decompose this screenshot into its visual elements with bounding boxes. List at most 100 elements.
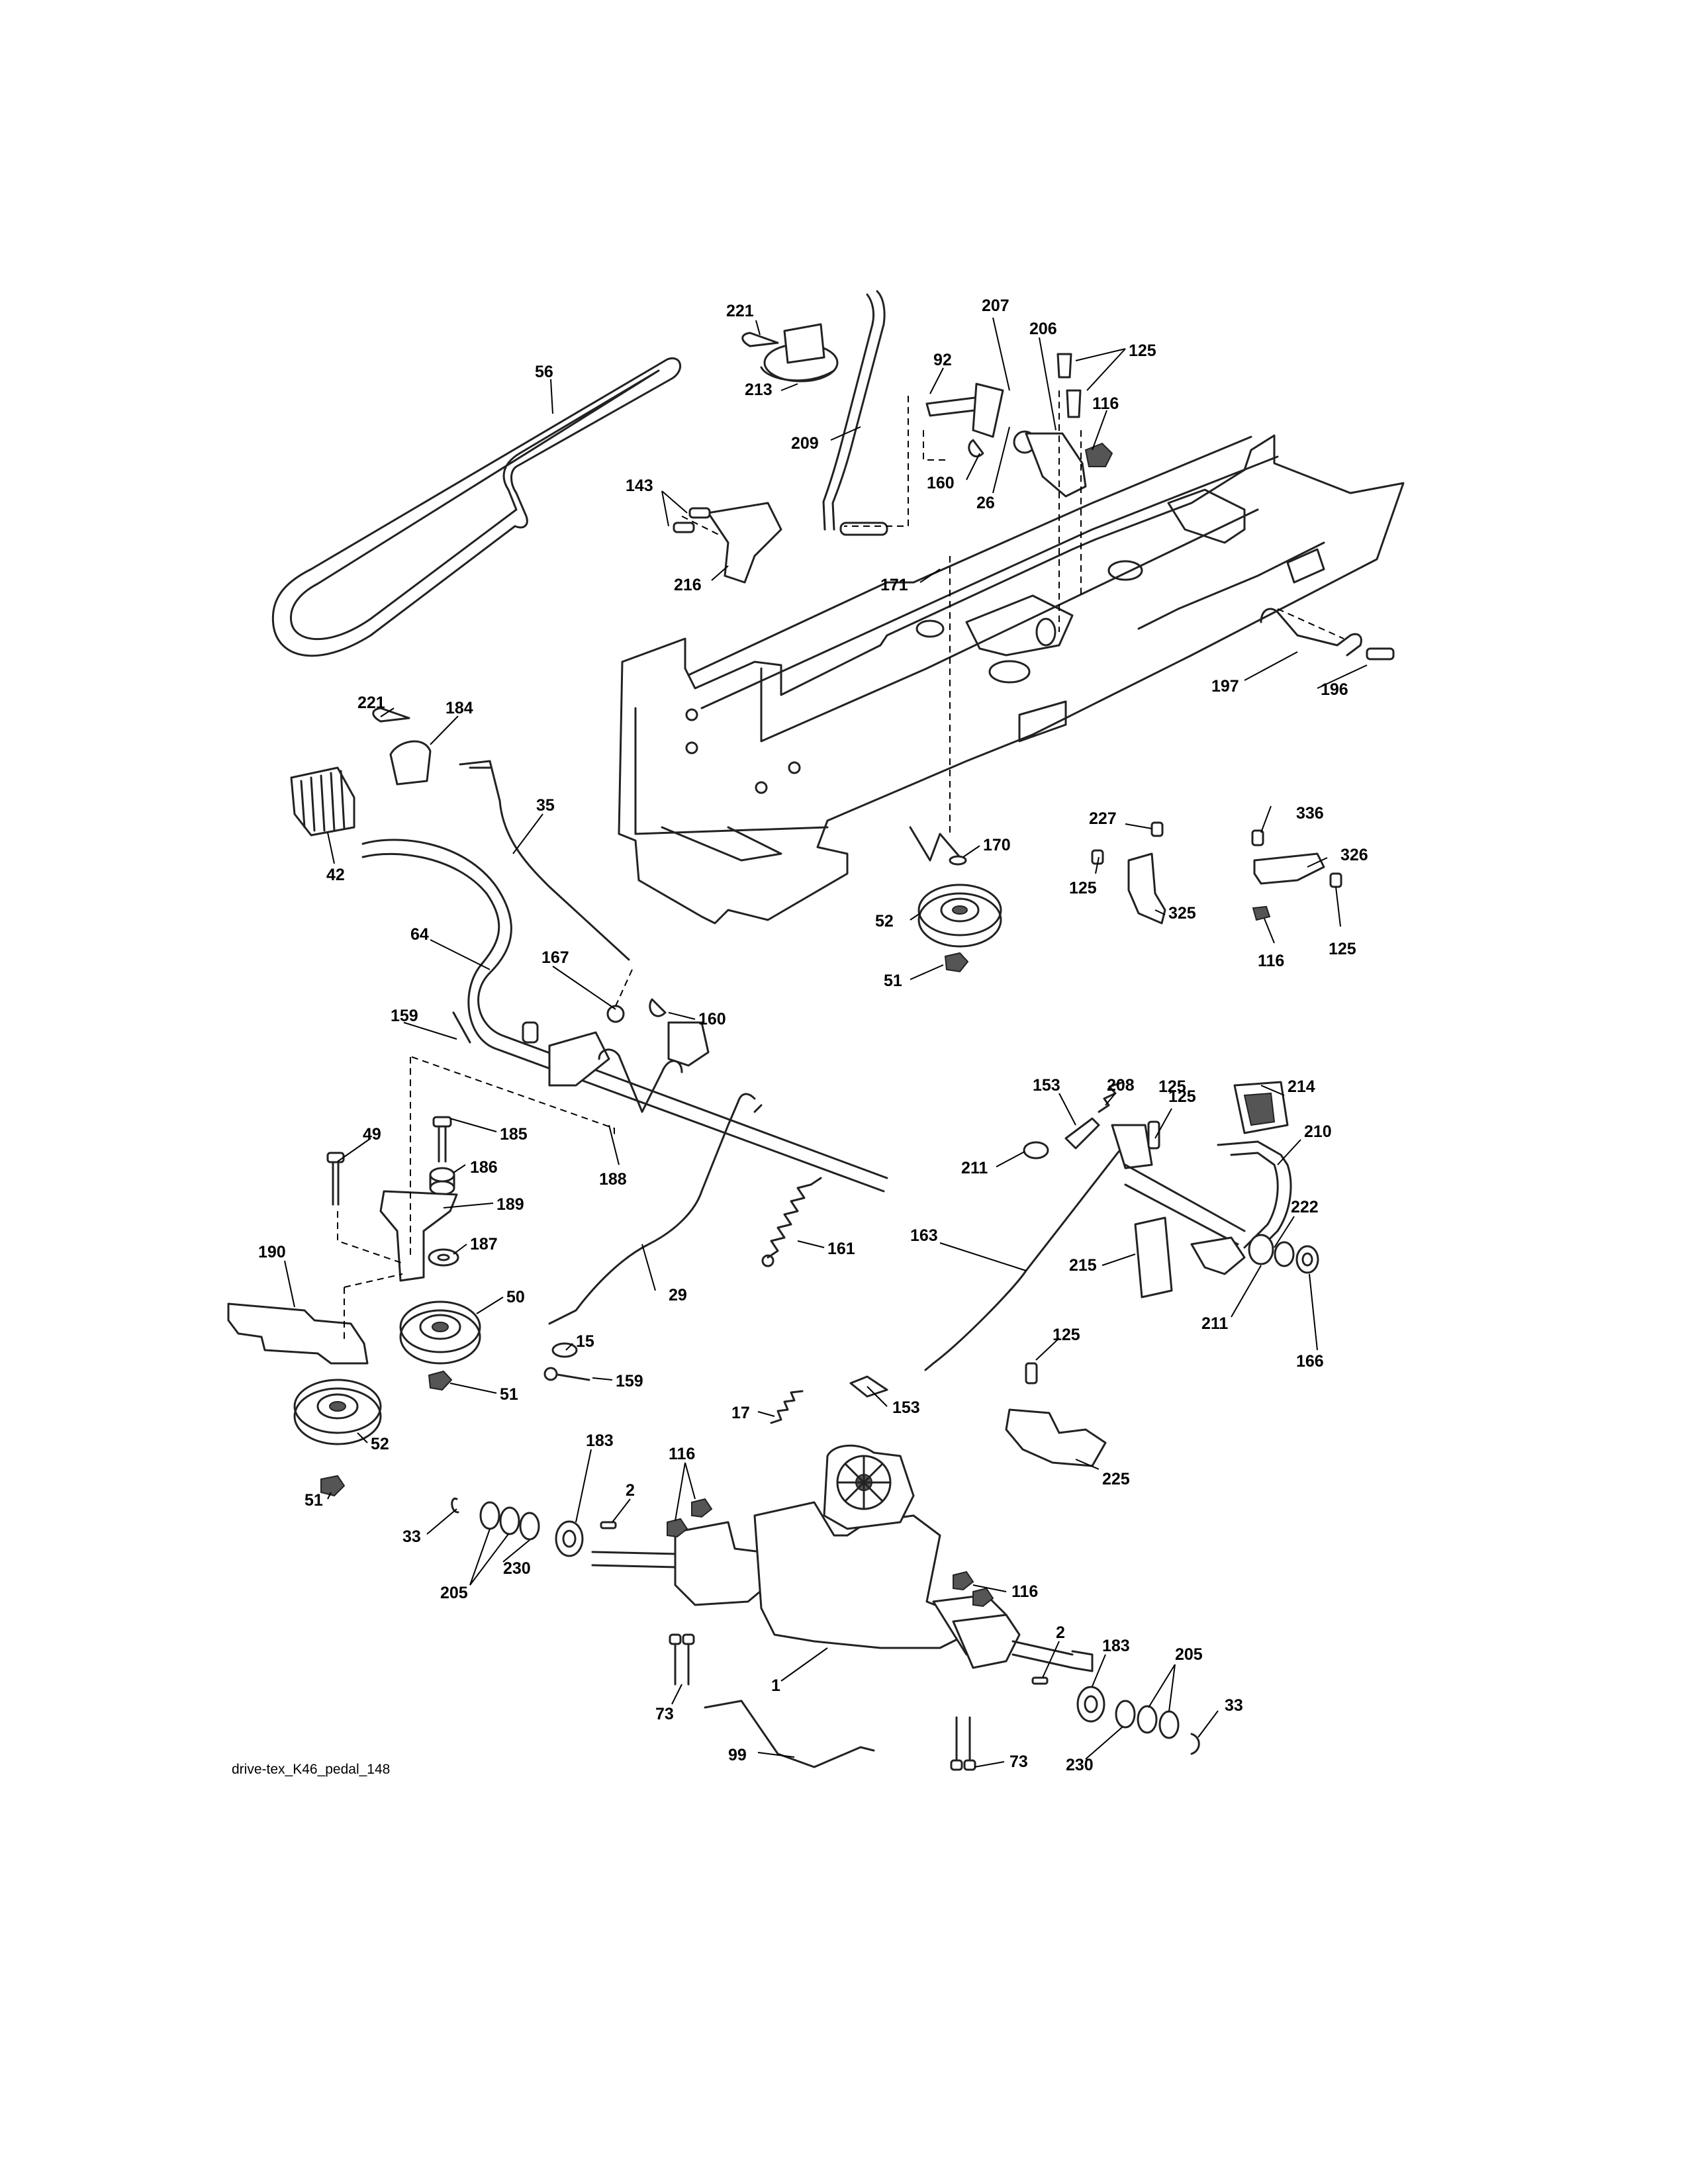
callout-230-right: 230 [1066,1756,1094,1774]
callout-221-left: 221 [357,694,385,712]
callout-167: 167 [541,948,569,967]
drive-belt-56 [271,357,682,657]
axle-stack-right [1031,1676,1200,1755]
bracket-216 [673,502,782,584]
lever-64 [361,839,888,1193]
bracket-189 [379,1190,458,1282]
rod-197 [1260,608,1362,657]
rod-163 [924,1150,1120,1371]
cotter-pin-221-left [372,707,410,723]
callout-153-lower: 153 [892,1398,920,1417]
rod-188 [598,1048,683,1113]
callout-183-left: 183 [586,1432,614,1450]
spring-161 [761,1177,822,1267]
callout-160-top: 160 [927,474,955,492]
callout-125-pedal: 125 [1168,1087,1196,1106]
nut-51-left [320,1475,346,1497]
callout-166: 166 [1296,1352,1324,1371]
shield-190 [227,1302,369,1365]
callout-206: 206 [1029,320,1057,338]
callout-205-left: 205 [440,1584,468,1602]
pulley-52-left [293,1379,382,1445]
bolts-73-right [950,1716,976,1771]
clip-170 [909,826,967,866]
callout-125-right: 125 [1158,1077,1186,1096]
clip-153-lower [849,1375,888,1398]
nut-51-center [428,1370,453,1391]
callout-230-left: 230 [503,1559,531,1578]
callout-207: 207 [982,296,1009,315]
pad-215 [1134,1216,1173,1298]
callout-159-mid: 159 [391,1007,418,1025]
callout-159-lower: 159 [616,1372,643,1390]
washers-right [1248,1234,1319,1274]
pin-159-lower [543,1367,590,1381]
callout-116-top: 116 [1092,394,1119,413]
callout-190: 190 [258,1243,286,1261]
callout-185: 185 [500,1125,528,1144]
callout-187: 187 [470,1235,498,1253]
pulley-50 [399,1300,481,1365]
knob-184 [389,740,432,786]
callout-50: 50 [506,1288,525,1306]
callout-116-mid: 116 [1258,952,1284,970]
axle-stack-left [451,1497,617,1557]
callout-171: 171 [880,576,908,594]
callout-125-top: 125 [1129,341,1156,360]
callout-225: 225 [1102,1470,1130,1488]
knob-213 [760,323,839,383]
callout-52-left: 52 [371,1435,389,1453]
cotter-pin-221-top [741,332,779,347]
callout-73-right: 73 [1009,1752,1028,1771]
callout-51-upper: 51 [884,972,902,990]
spacer-186 [429,1167,455,1196]
callout-210: 210 [1304,1122,1332,1141]
callout-211-lower: 211 [1201,1314,1228,1333]
callout-33-right: 33 [1225,1696,1243,1715]
bracket-hardware-top [925,353,1113,498]
callout-170: 170 [983,836,1011,854]
callout-56: 56 [535,363,553,381]
callout-163: 163 [910,1226,938,1245]
callout-205-right: 205 [1175,1645,1203,1664]
nut-51-upper [944,952,969,973]
callout-64: 64 [410,925,429,944]
callout-49: 49 [363,1125,381,1144]
callout-153-upper: 153 [1033,1076,1060,1095]
callout-188: 188 [599,1170,627,1189]
nuts-116 [667,1498,994,1608]
callout-125-midright: 125 [1329,940,1356,958]
callout-26: 26 [976,494,995,512]
callout-213: 213 [745,381,773,399]
bracket-326 [1251,829,1342,921]
washer-187 [428,1248,459,1267]
callout-214: 214 [1288,1077,1315,1096]
bolt-49 [326,1152,345,1206]
callout-336: 336 [1296,804,1324,823]
callout-221-top: 221 [726,302,754,320]
bolts-73-left [669,1633,695,1686]
callout-186: 186 [470,1158,498,1177]
callout-189: 189 [496,1195,524,1214]
bracket-325 [1091,821,1166,925]
pivot-hardware [452,998,710,1087]
pedal-linkage [1023,1081,1160,1169]
callout-125-midleft: 125 [1069,879,1097,897]
callout-42: 42 [326,866,345,884]
callout-143: 143 [626,477,653,495]
callout-73-left: 73 [655,1705,674,1723]
callout-216: 216 [674,576,702,594]
callout-184: 184 [445,699,473,717]
callout-211-upper: 211 [961,1159,988,1177]
callout-leaders [284,317,1368,1768]
frame [618,434,1405,925]
callout-35: 35 [536,796,555,815]
callout-215: 215 [1069,1256,1097,1275]
callout-29: 29 [669,1286,687,1304]
callout-326: 326 [1340,846,1368,864]
pedal-pad-214 [1233,1081,1289,1134]
spring-17 [770,1390,804,1424]
callout-2-left: 2 [626,1481,635,1500]
callout-2-right: 2 [1056,1623,1065,1642]
